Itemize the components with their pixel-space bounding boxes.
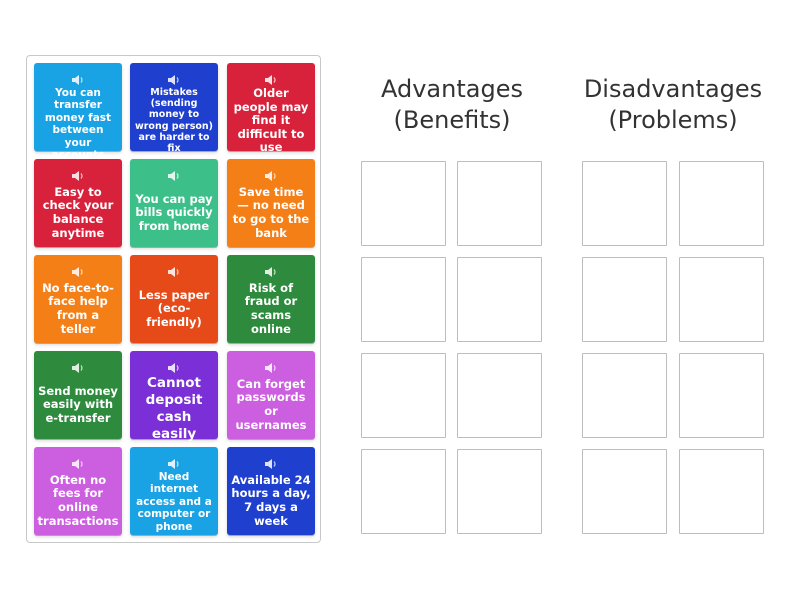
- card-text: Cannot deposit cash easily: [145, 375, 203, 442]
- draggable-card[interactable]: Save time — no need to go to the bank: [227, 159, 315, 247]
- speaker-icon[interactable]: [71, 266, 85, 278]
- speaker-icon[interactable]: [167, 170, 181, 182]
- drop-slot-advantages[interactable]: [361, 353, 446, 438]
- draggable-card[interactable]: Easy to check your balance anytime: [34, 159, 122, 247]
- card-text: Easy to check your balance anytime: [42, 184, 114, 240]
- group-heading-advantages: Advantages (Benefits): [352, 74, 552, 136]
- drop-slot-advantages[interactable]: [457, 353, 542, 438]
- card-text: Can forget passwords or usernames: [235, 376, 307, 432]
- group-title-line1: Disadvantages: [583, 75, 763, 103]
- drop-slot-disadvantages[interactable]: [679, 353, 764, 438]
- card-text: Need internet access and a computer or p…: [136, 471, 212, 533]
- speaker-icon[interactable]: [167, 362, 181, 374]
- group-title-line2: (Problems): [608, 106, 738, 134]
- draggable-card[interactable]: Need internet access and a computer or p…: [130, 447, 218, 535]
- speaker-icon[interactable]: [264, 170, 278, 182]
- speaker-icon[interactable]: [71, 74, 85, 86]
- card-text: Older people may find it difficult to us…: [233, 86, 309, 155]
- draggable-card[interactable]: Can forget passwords or usernames: [227, 351, 315, 439]
- draggable-card[interactable]: You can pay bills quickly from home: [130, 159, 218, 247]
- drop-slot-advantages[interactable]: [361, 449, 446, 534]
- drop-slot-disadvantages[interactable]: [679, 449, 764, 534]
- card-text: Less paper (eco-friendly): [138, 287, 210, 329]
- speaker-icon[interactable]: [264, 266, 278, 278]
- drop-slot-advantages[interactable]: [457, 161, 542, 246]
- group-title-line2: (Benefits): [393, 106, 511, 134]
- draggable-card[interactable]: Cannot deposit cash easily: [130, 351, 218, 442]
- speaker-icon[interactable]: [264, 458, 278, 470]
- card-text: Send money easily with e-transfer: [38, 383, 118, 425]
- drop-slot-advantages[interactable]: [361, 161, 446, 246]
- speaker-icon[interactable]: [167, 266, 181, 278]
- drop-slot-disadvantages[interactable]: [679, 161, 764, 246]
- draggable-card[interactable]: Mistakes (sending money to wrong person)…: [130, 63, 218, 155]
- group-heading-disadvantages: Disadvantages (Problems): [573, 74, 773, 136]
- drop-slot-disadvantages[interactable]: [582, 161, 667, 246]
- speaker-icon[interactable]: [71, 458, 85, 470]
- card-text: Mistakes (sending money to wrong person)…: [134, 87, 214, 155]
- card-tray: You can transfer money fast between your…: [26, 55, 321, 543]
- card-text: You can transfer money fast between your…: [44, 87, 112, 161]
- draggable-card[interactable]: You can transfer money fast between your…: [34, 63, 122, 161]
- draggable-card[interactable]: Less paper (eco-friendly): [130, 255, 218, 343]
- draggable-card[interactable]: Often no fees for online transactions: [34, 447, 122, 535]
- speaker-icon[interactable]: [167, 458, 181, 470]
- speaker-icon[interactable]: [167, 74, 181, 86]
- speaker-icon[interactable]: [71, 362, 85, 374]
- card-text: Risk of fraud or scams online: [244, 280, 298, 336]
- speaker-icon[interactable]: [71, 170, 85, 182]
- drop-slot-disadvantages[interactable]: [582, 257, 667, 342]
- draggable-card[interactable]: Older people may find it difficult to us…: [227, 63, 315, 154]
- speaker-icon[interactable]: [264, 362, 278, 374]
- draggable-card[interactable]: Available 24 hours a day, 7 days a week: [227, 447, 315, 535]
- card-text: Save time — no need to go to the bank: [232, 184, 310, 240]
- draggable-card[interactable]: No face-to-face help from a teller: [34, 255, 122, 343]
- draggable-card[interactable]: Send money easily with e-transfer: [34, 351, 122, 439]
- drop-slot-advantages[interactable]: [457, 257, 542, 342]
- drop-slot-disadvantages[interactable]: [582, 449, 667, 534]
- drop-slot-advantages[interactable]: [457, 449, 542, 534]
- card-text: No face-to-face help from a teller: [42, 280, 114, 336]
- group-title-line1: Advantages: [381, 75, 523, 103]
- card-text: Often no fees for online transactions: [37, 472, 119, 528]
- draggable-card[interactable]: Risk of fraud or scams online: [227, 255, 315, 343]
- drop-slot-disadvantages[interactable]: [679, 257, 764, 342]
- drop-slot-advantages[interactable]: [361, 257, 446, 342]
- drop-slot-disadvantages[interactable]: [582, 353, 667, 438]
- card-text: Available 24 hours a day, 7 days a week: [231, 472, 311, 528]
- card-text: You can pay bills quickly from home: [135, 191, 213, 233]
- speaker-icon[interactable]: [264, 74, 278, 86]
